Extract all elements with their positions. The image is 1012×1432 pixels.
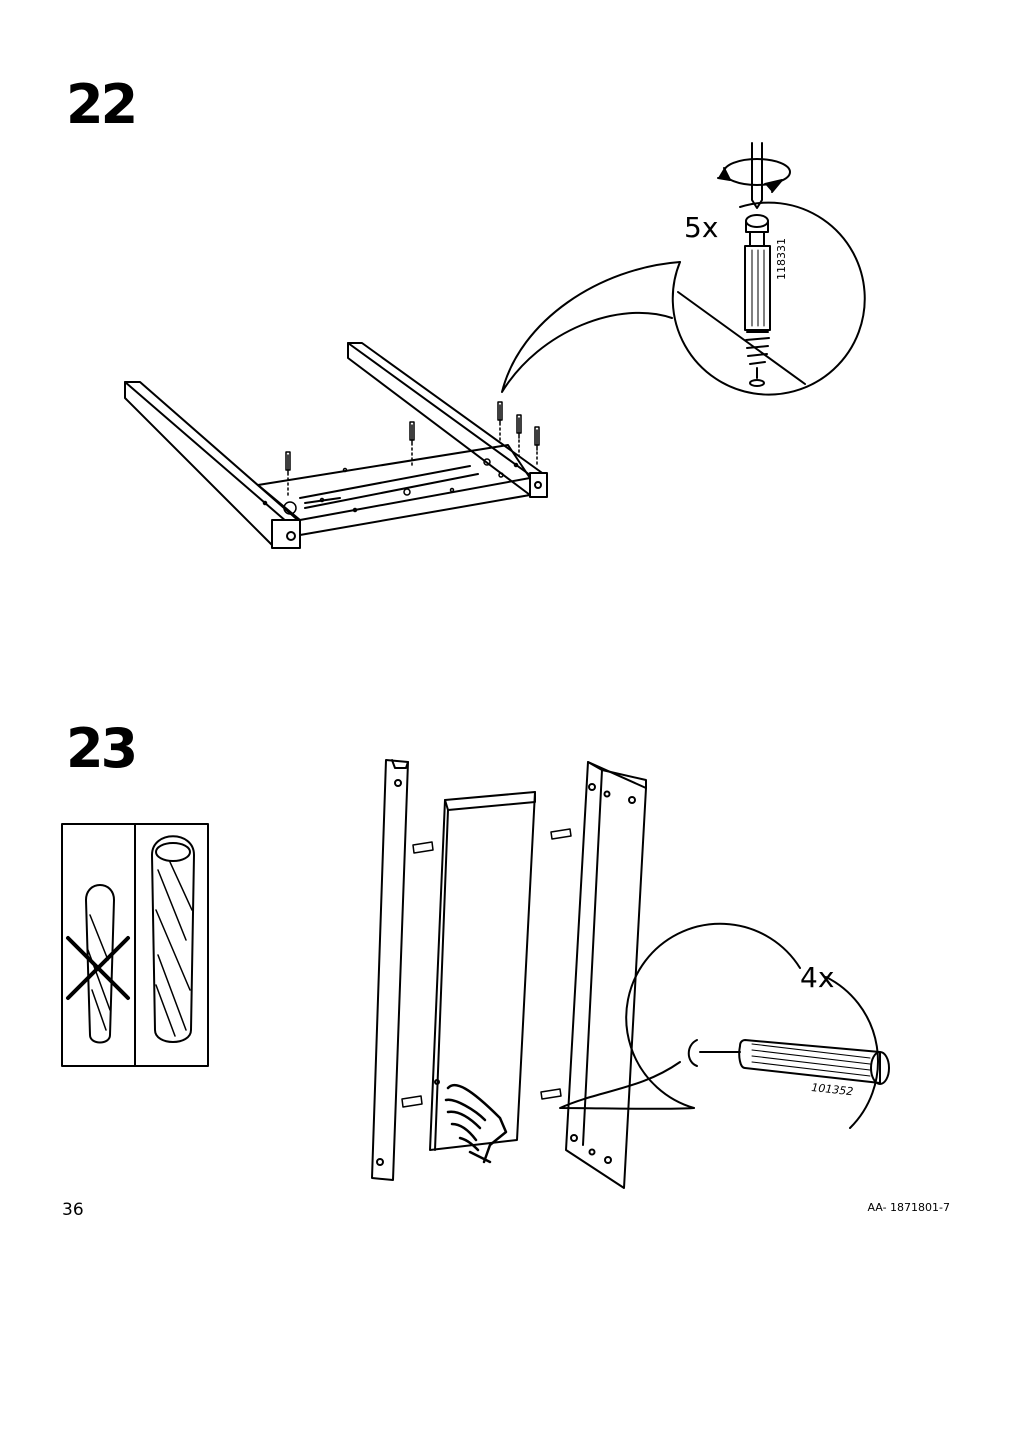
dowel-icon [738,1039,890,1085]
step23-quantity: 4x [800,961,835,994]
step22-part-number: 118331 [775,238,788,280]
step22-quantity: 5x [684,211,719,244]
step22-callout [501,142,866,396]
cam-screw-icon [744,214,771,387]
step23-panels-drawing [371,759,647,1189]
step22-frame-drawing [124,342,548,549]
prohibited-cross-icon [66,936,130,1000]
page-number: 36 [62,1200,84,1220]
document-id: AA- 1871801-7 [867,1201,950,1214]
dowel-icon [151,835,195,1043]
hand-press-icon [444,1083,508,1164]
dowel-comparison-box [61,823,209,1067]
step-number-23: 23 [66,717,138,780]
step23-callout [559,922,890,1129]
step-number-22: 22 [66,73,138,136]
screwdriver-rotate-icon [717,158,791,193]
